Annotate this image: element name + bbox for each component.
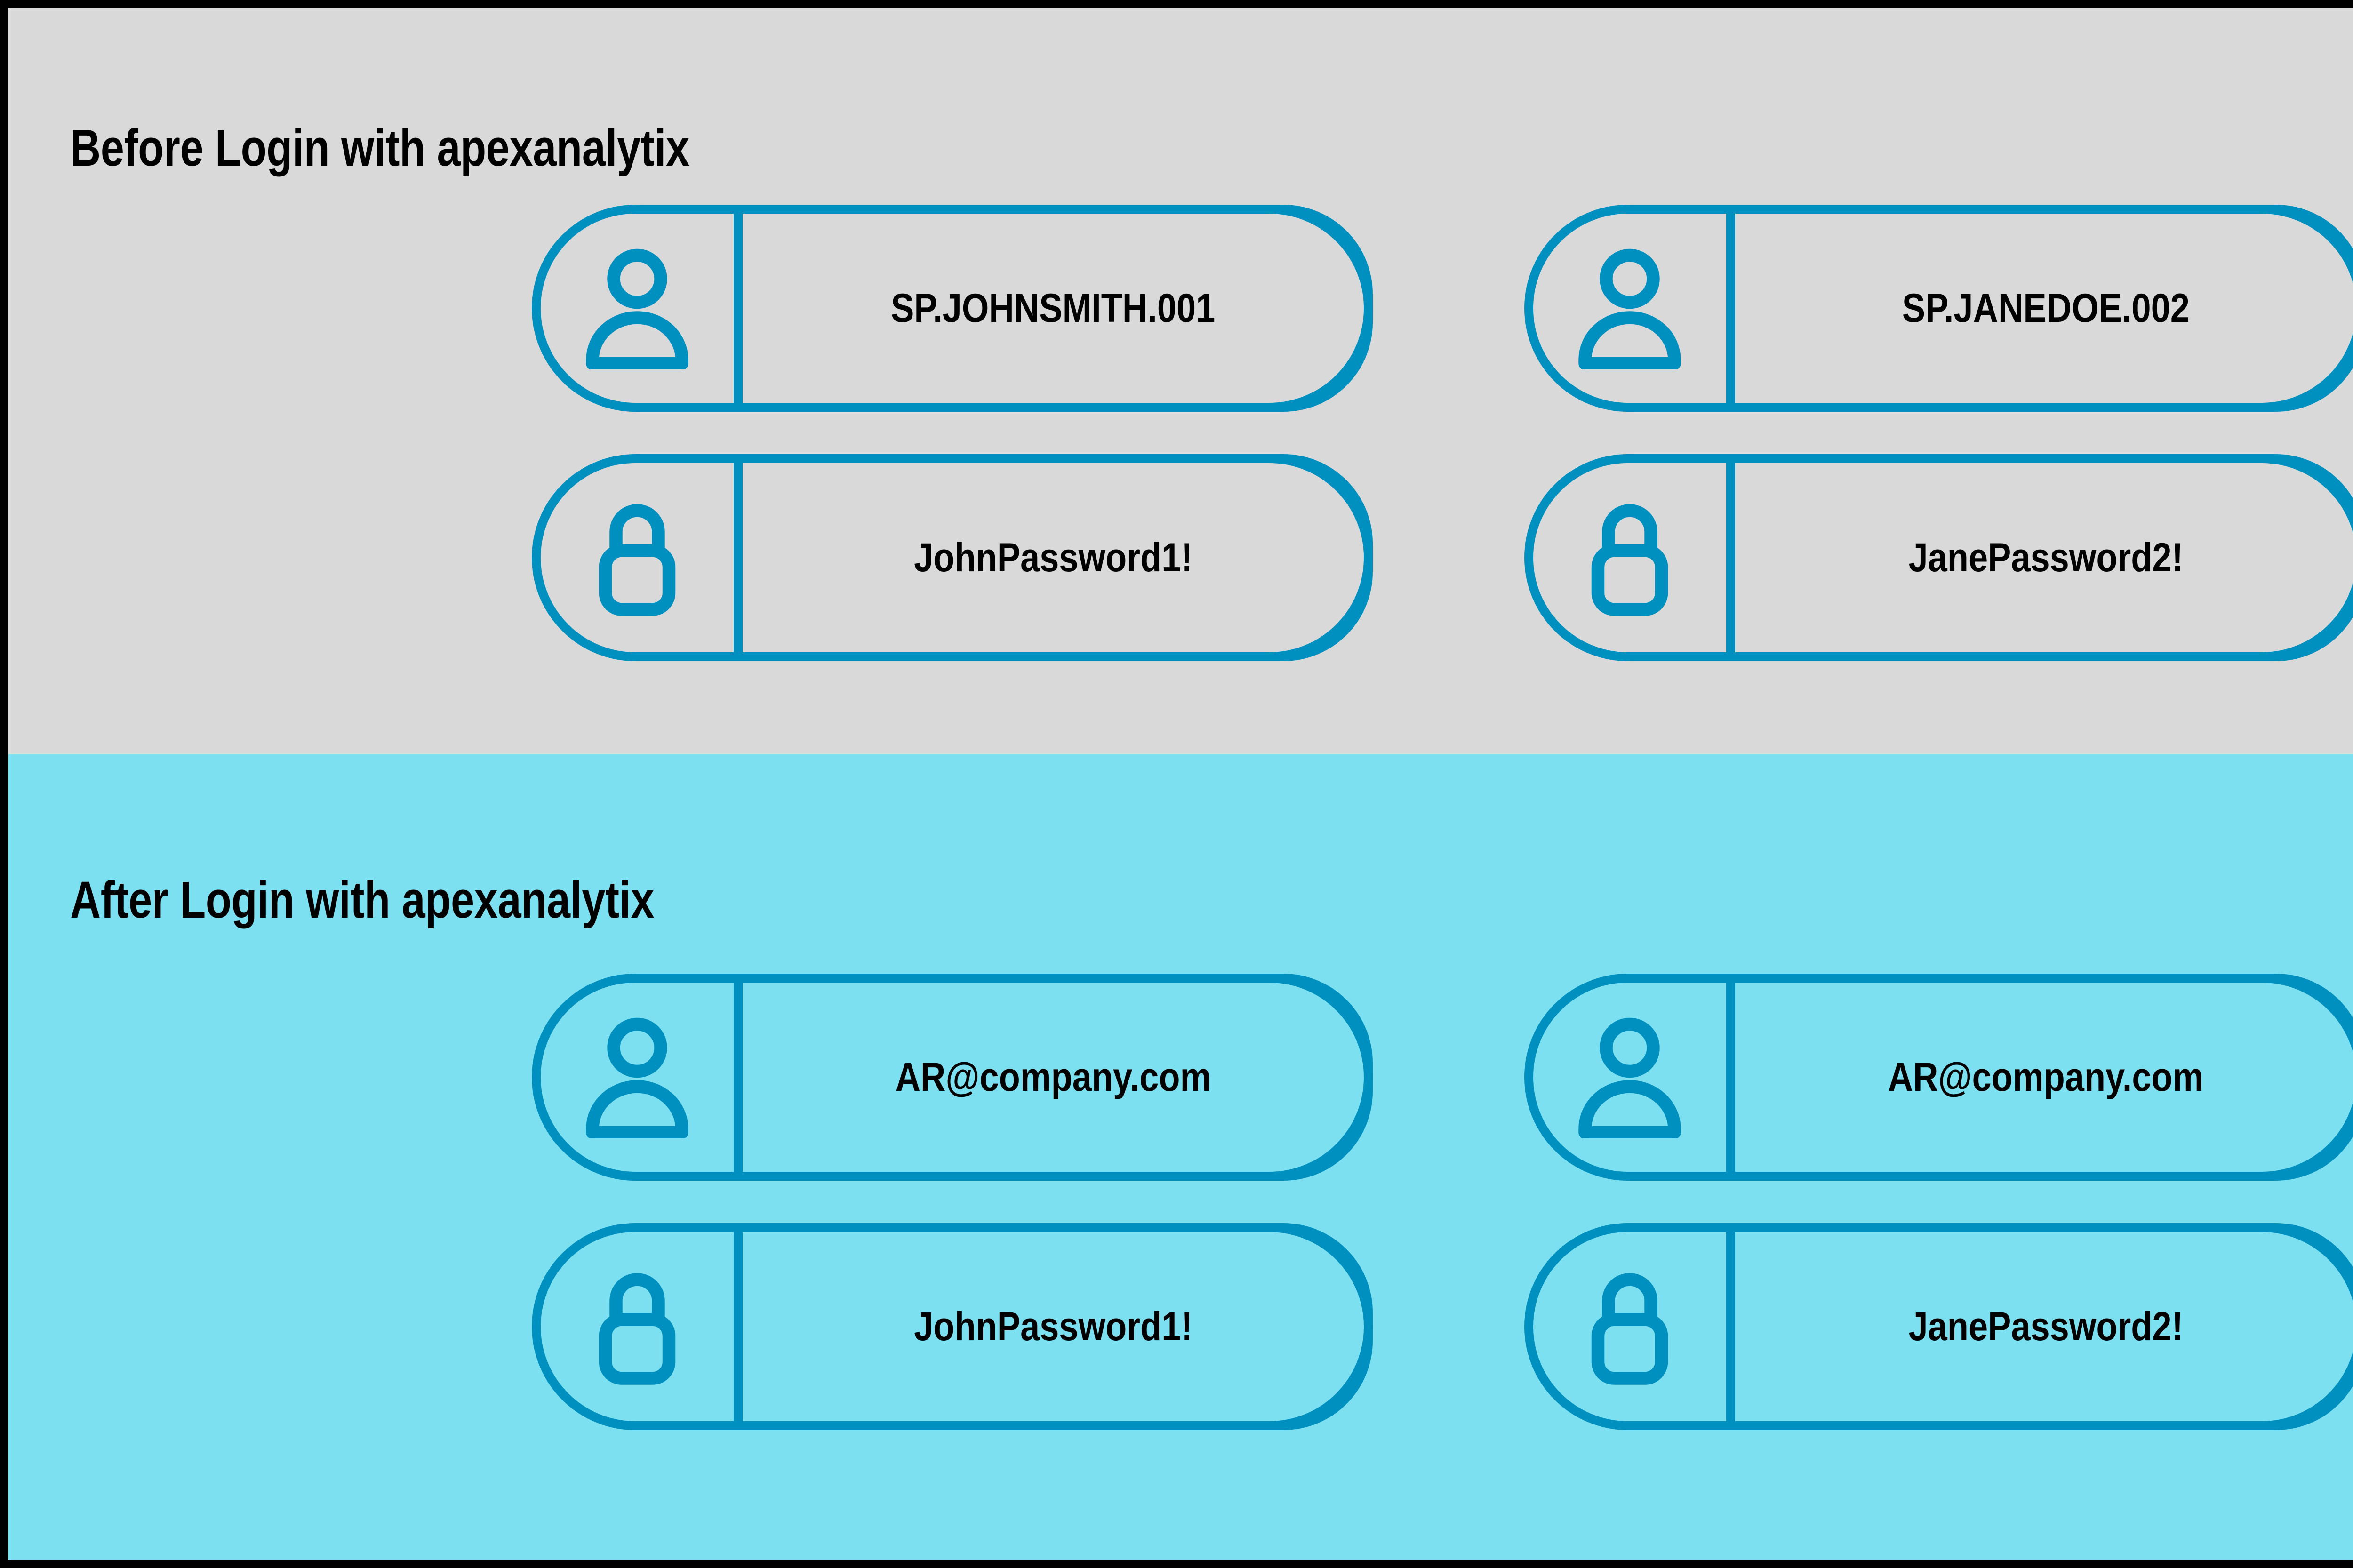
pill-icon-cell [541, 983, 734, 1172]
pill-icon-cell [541, 1232, 734, 1421]
pill-icon-cell [1533, 983, 1726, 1172]
credential-cell: JohnPassword1! [532, 1223, 1373, 1430]
pill-icon-cell [541, 463, 734, 652]
credential-cell: SP.JANEDOE.002 [1524, 205, 2353, 412]
section-title-before-login: Before Login with apexanalytix [70, 119, 689, 177]
pill-icon-cell [1533, 463, 1726, 652]
credential-value: AR@company.com [895, 1055, 1211, 1100]
pill-icon-cell [541, 214, 734, 403]
section-before-login: Before Login with apexanalytix [8, 8, 2353, 754]
credential-pill-password-jane[interactable]: JanePassword2! [1524, 454, 2353, 661]
credential-row-username: AR@company.com [8, 974, 2353, 1181]
pill-text-cell: AR@company.com [734, 974, 1373, 1181]
credential-pill-username-jane-after[interactable]: AR@company.com [1524, 974, 2353, 1181]
person-icon [583, 1016, 691, 1138]
credential-cell: SP.JOHNSMITH.001 [532, 205, 1373, 412]
credential-value: JohnPassword1! [914, 535, 1193, 580]
credential-row-password: JohnPassword1! [8, 1223, 2353, 1430]
credential-cell: JanePassword2! [1524, 1223, 2353, 1430]
credential-pill-password-jane-after[interactable]: JanePassword2! [1524, 1223, 2353, 1430]
credential-value: JanePassword2! [1908, 1304, 2183, 1349]
pill-text-cell: SP.JANEDOE.002 [1726, 205, 2353, 412]
lock-icon [592, 1268, 682, 1385]
pill-text-cell: JanePassword2! [1726, 454, 2353, 661]
lock-icon [1585, 499, 1674, 616]
credential-pill-username-jane[interactable]: SP.JANEDOE.002 [1524, 205, 2353, 412]
credential-cell: AR@company.com [1524, 974, 2353, 1181]
pill-icon-cell [1533, 214, 1726, 403]
credential-cell: AR@company.com [532, 974, 1373, 1181]
pill-text-cell: SP.JOHNSMITH.001 [734, 205, 1373, 412]
credential-value: SP.JANEDOE.002 [1902, 286, 2190, 331]
credential-value: AR@company.com [1888, 1055, 2204, 1100]
credential-pill-password-john-after[interactable]: JohnPassword1! [532, 1223, 1373, 1430]
credential-row-password: JohnPassword1! [8, 454, 2353, 661]
credential-value: JanePassword2! [1908, 535, 2183, 580]
pill-text-cell: JanePassword2! [1726, 1223, 2353, 1430]
pill-text-cell: JohnPassword1! [734, 1223, 1373, 1430]
credential-pill-username-john[interactable]: SP.JOHNSMITH.001 [532, 205, 1373, 412]
person-icon [583, 247, 691, 369]
pill-icon-cell [1533, 1232, 1726, 1421]
diagram-frame: Before Login with apexanalytix [8, 8, 2353, 1560]
credential-value: SP.JOHNSMITH.001 [891, 286, 1216, 331]
credential-pill-username-john-after[interactable]: AR@company.com [532, 974, 1373, 1181]
credential-cell: JohnPassword1! [532, 454, 1373, 661]
credential-pill-password-john[interactable]: JohnPassword1! [532, 454, 1373, 661]
credential-cell: JanePassword2! [1524, 454, 2353, 661]
credential-value: JohnPassword1! [914, 1304, 1193, 1349]
person-icon [1576, 247, 1684, 369]
lock-icon [1585, 1268, 1674, 1385]
pill-text-cell: AR@company.com [1726, 974, 2353, 1181]
person-icon [1576, 1016, 1684, 1138]
section-title-after-login: After Login with apexanalytix [70, 871, 655, 929]
credential-row-username: SP.JOHNSMITH.001 [8, 205, 2353, 412]
pill-text-cell: JohnPassword1! [734, 454, 1373, 661]
lock-icon [592, 499, 682, 616]
